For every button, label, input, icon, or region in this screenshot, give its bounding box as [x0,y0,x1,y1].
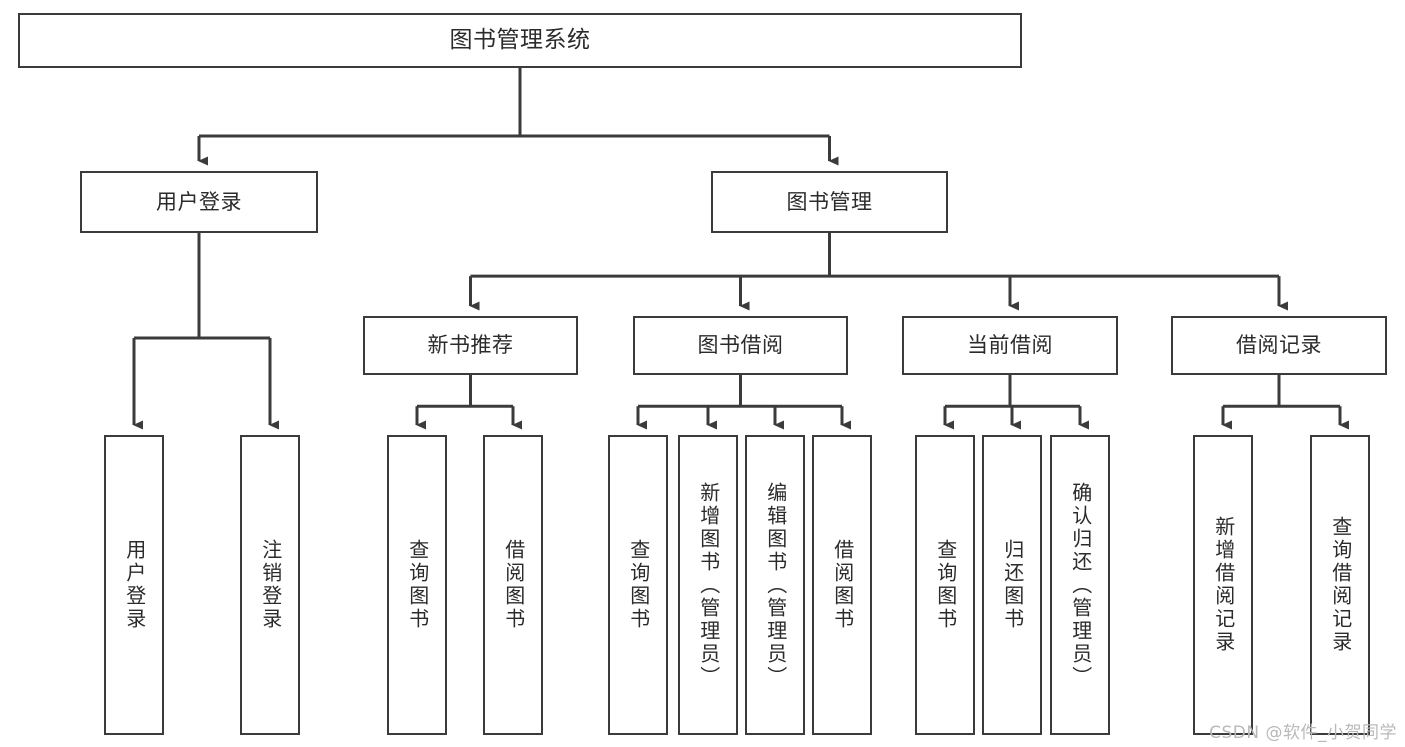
node-label: 图书借阅 [697,333,784,358]
node-leaf-borrow-book-2[interactable]: 借阅图书 [812,435,872,735]
node-label: 归还图书 [1000,539,1025,631]
node-user-login[interactable]: 用户登录 [80,171,318,233]
node-book-borrow[interactable]: 图书借阅 [633,316,848,375]
node-label: 确认归还（管理员） [1068,481,1093,689]
node-leaf-query-book-3[interactable]: 查询图书 [915,435,975,735]
node-label: 用户登录 [156,189,242,214]
node-leaf-edit-book[interactable]: 编辑图书（管理员） [745,435,805,735]
node-leaf-confirm-return[interactable]: 确认归还（管理员） [1050,435,1110,735]
node-label: 查询图书 [933,539,958,631]
node-label: 注销登录 [258,539,283,631]
node-leaf-add-book[interactable]: 新增图书（管理员） [678,435,738,735]
node-leaf-add-record[interactable]: 新增借阅记录 [1193,435,1253,735]
node-label: 查询借阅记录 [1328,516,1353,654]
node-borrow-record[interactable]: 借阅记录 [1171,316,1387,375]
node-leaf-borrow-book-1[interactable]: 借阅图书 [483,435,543,735]
node-leaf-query-record[interactable]: 查询借阅记录 [1310,435,1370,735]
node-label: 查询图书 [626,539,651,631]
node-label: 当前借阅 [967,333,1053,358]
node-leaf-query-book-1[interactable]: 查询图书 [387,435,447,735]
node-label: 图书管理 [786,189,873,214]
node-label: 查询图书 [405,539,430,631]
node-label: 图书管理系统 [449,26,591,53]
node-current-borrow[interactable]: 当前借阅 [902,316,1118,375]
csdn-watermark: CSDN @软件_小贺同学 [1209,723,1397,743]
node-leaf-user-logout[interactable]: 注销登录 [240,435,300,735]
node-label: 借阅图书 [830,539,855,631]
node-leaf-query-book-2[interactable]: 查询图书 [608,435,668,735]
node-label: 新增图书（管理员） [696,481,721,689]
node-leaf-user-login[interactable]: 用户登录 [104,435,164,735]
node-label: 编辑图书（管理员） [763,481,788,689]
node-new-book-recommend[interactable]: 新书推荐 [363,316,578,375]
node-label: 用户登录 [122,539,147,631]
node-label: 借阅记录 [1236,333,1322,358]
node-label: 新增借阅记录 [1211,516,1236,654]
node-label: 新书推荐 [427,333,514,358]
node-leaf-return-book[interactable]: 归还图书 [982,435,1042,735]
node-label: 借阅图书 [501,539,526,631]
node-root[interactable]: 图书管理系统 [18,13,1022,68]
node-book-manage[interactable]: 图书管理 [711,171,948,233]
